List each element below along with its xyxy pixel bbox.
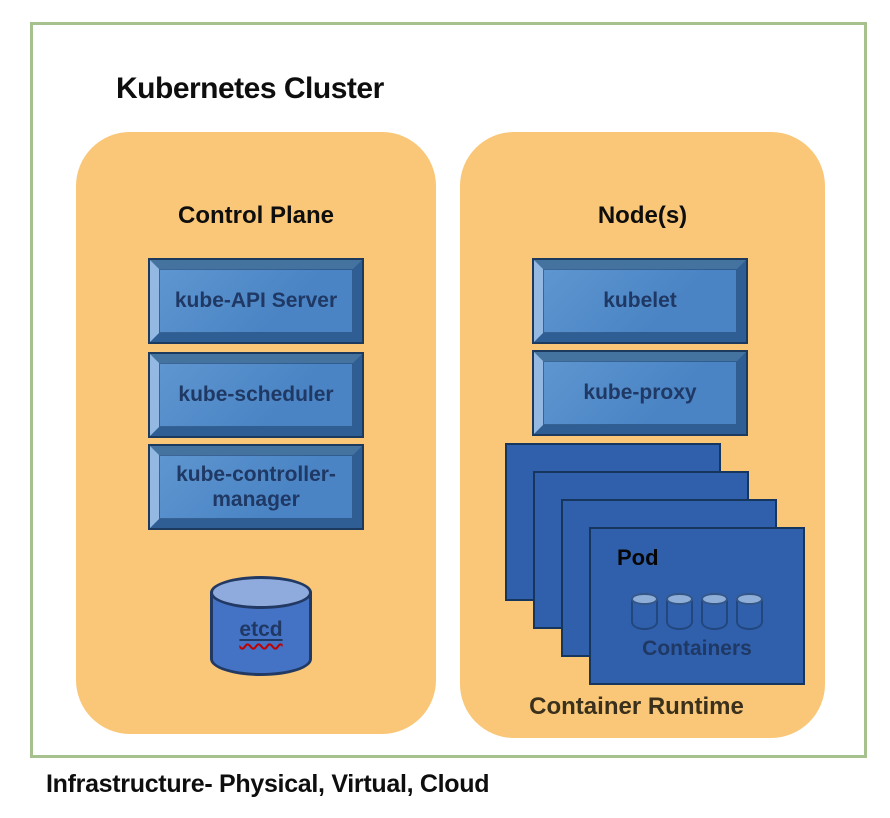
- container-runtime-label: Container Runtime: [529, 693, 744, 720]
- container-cylinder-top: [666, 593, 693, 605]
- kubelet-label: kubelet: [603, 289, 677, 313]
- kubelet-box: kubelet: [532, 258, 748, 344]
- container-cylinder-icon: [701, 593, 728, 630]
- containers-label: Containers: [642, 637, 752, 660]
- diagram-title: Kubernetes Cluster: [116, 72, 384, 105]
- container-cylinder-top: [736, 593, 763, 605]
- etcd-label-wrap: etcd: [210, 618, 312, 642]
- container-cylinder-icon: [736, 593, 763, 630]
- kube-controller-manager-label: kube-controller-manager: [176, 462, 336, 511]
- control-plane-panel: Control Plane kube-API Server kube-sched…: [76, 132, 436, 734]
- container-cylinder-icon: [666, 593, 693, 630]
- pod-front-card: Pod Containers: [589, 527, 805, 685]
- etcd-cylinder: etcd: [210, 576, 312, 676]
- kube-scheduler-box-face: kube-scheduler: [150, 354, 362, 436]
- container-cylinder-top: [631, 593, 658, 605]
- kubelet-box-face: kubelet: [534, 260, 746, 342]
- kube-scheduler-label: kube-scheduler: [178, 383, 334, 407]
- kube-api-server-box-face: kube-API Server: [150, 260, 362, 342]
- kube-api-server-label: kube-API Server: [174, 289, 338, 313]
- kube-scheduler-box: kube-scheduler: [148, 352, 364, 438]
- container-cylinder-top: [701, 593, 728, 605]
- kube-controller-manager-box: kube-controller-manager: [148, 444, 364, 530]
- kube-proxy-box: kube-proxy: [532, 350, 748, 436]
- container-icons-row: [591, 593, 803, 630]
- container-cylinder-icon: [631, 593, 658, 630]
- etcd-label: etcd: [239, 618, 283, 641]
- kube-controller-manager-box-face: kube-controller-manager: [150, 446, 362, 528]
- pod-label: Pod: [617, 545, 659, 570]
- infrastructure-caption: Infrastructure- Physical, Virtual, Cloud: [46, 770, 490, 798]
- kube-api-server-box: kube-API Server: [148, 258, 364, 344]
- nodes-title: Node(s): [597, 202, 688, 229]
- control-plane-title: Control Plane: [177, 202, 334, 229]
- kube-proxy-label: kube-proxy: [583, 381, 697, 405]
- kube-proxy-box-face: kube-proxy: [534, 352, 746, 434]
- etcd-cylinder-top: [210, 576, 312, 609]
- nodes-panel: Node(s) kubelet kube-proxy Pod Container…: [460, 132, 825, 738]
